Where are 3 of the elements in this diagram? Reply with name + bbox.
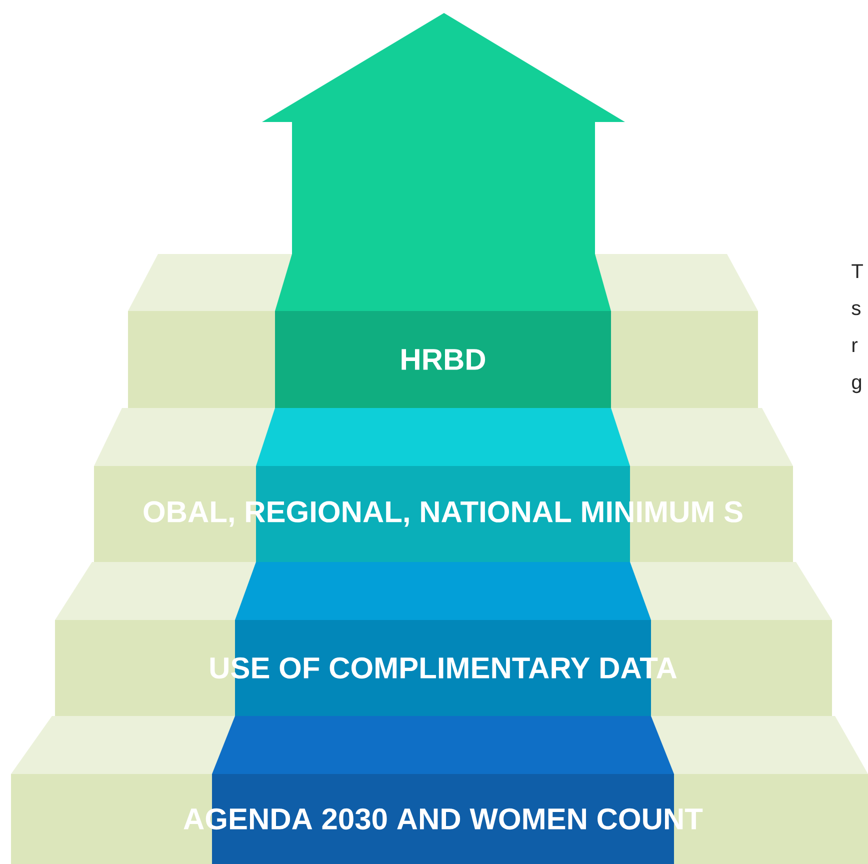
side-paragraph: T s r g — [852, 264, 863, 394]
step-label: HRBD — [402, 349, 486, 370]
step-band — [275, 310, 611, 408]
